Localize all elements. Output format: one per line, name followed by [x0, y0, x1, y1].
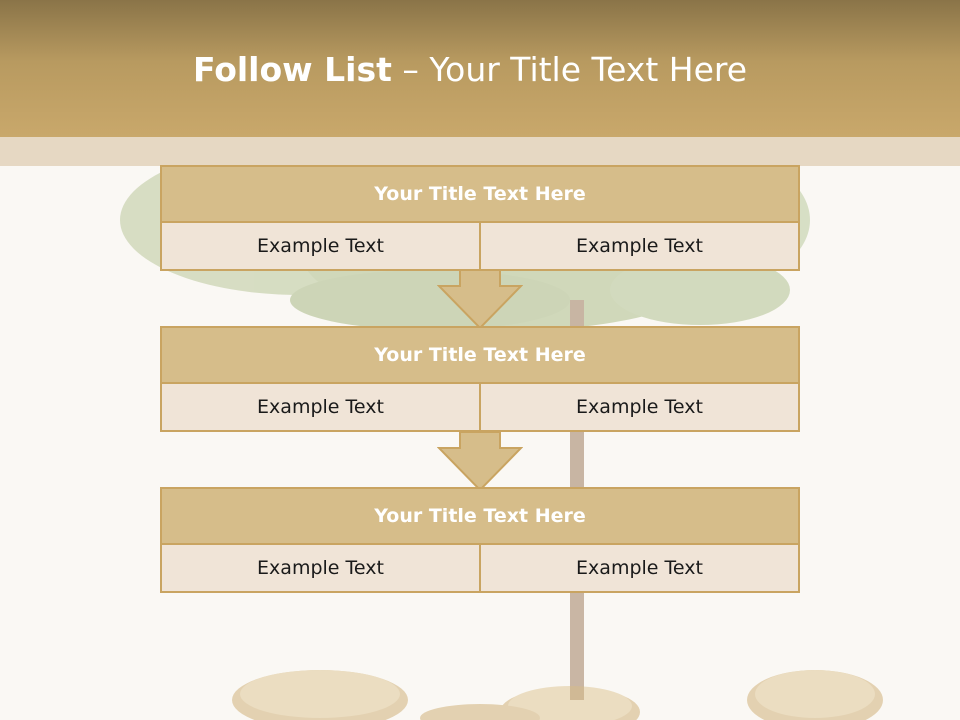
box-left-text: Example Text: [257, 235, 384, 257]
box-title: Your Title Text Here: [162, 489, 798, 545]
header-band: [0, 0, 960, 137]
box-title: Your Title Text Here: [162, 328, 798, 384]
page-title: Follow List – Your Title Text Here: [0, 50, 940, 89]
header-divider-strip: [0, 137, 960, 166]
box-row: Example Text Example Text: [162, 223, 798, 269]
down-arrow-icon: [437, 431, 523, 492]
box-right-text: Example Text: [479, 384, 798, 430]
box-left-text: Example Text: [257, 396, 384, 418]
title-rest: – Your Title Text Here: [391, 50, 748, 89]
box-left-text: Example Text: [257, 557, 384, 579]
list-box-2: Your Title Text Here Example Text Exampl…: [160, 326, 800, 432]
title-bold: Follow List: [192, 50, 392, 89]
list-box-3: Your Title Text Here Example Text Exampl…: [160, 487, 800, 593]
box-title: Your Title Text Here: [162, 167, 798, 223]
coin-stack-illustration: [232, 670, 883, 720]
list-box-1: Your Title Text Here Example Text Exampl…: [160, 165, 800, 271]
box-row: Example Text Example Text: [162, 545, 798, 591]
down-arrow-icon: [437, 269, 523, 330]
box-right-text: Example Text: [479, 223, 798, 269]
box-right-text: Example Text: [479, 545, 798, 591]
box-row: Example Text Example Text: [162, 384, 798, 430]
